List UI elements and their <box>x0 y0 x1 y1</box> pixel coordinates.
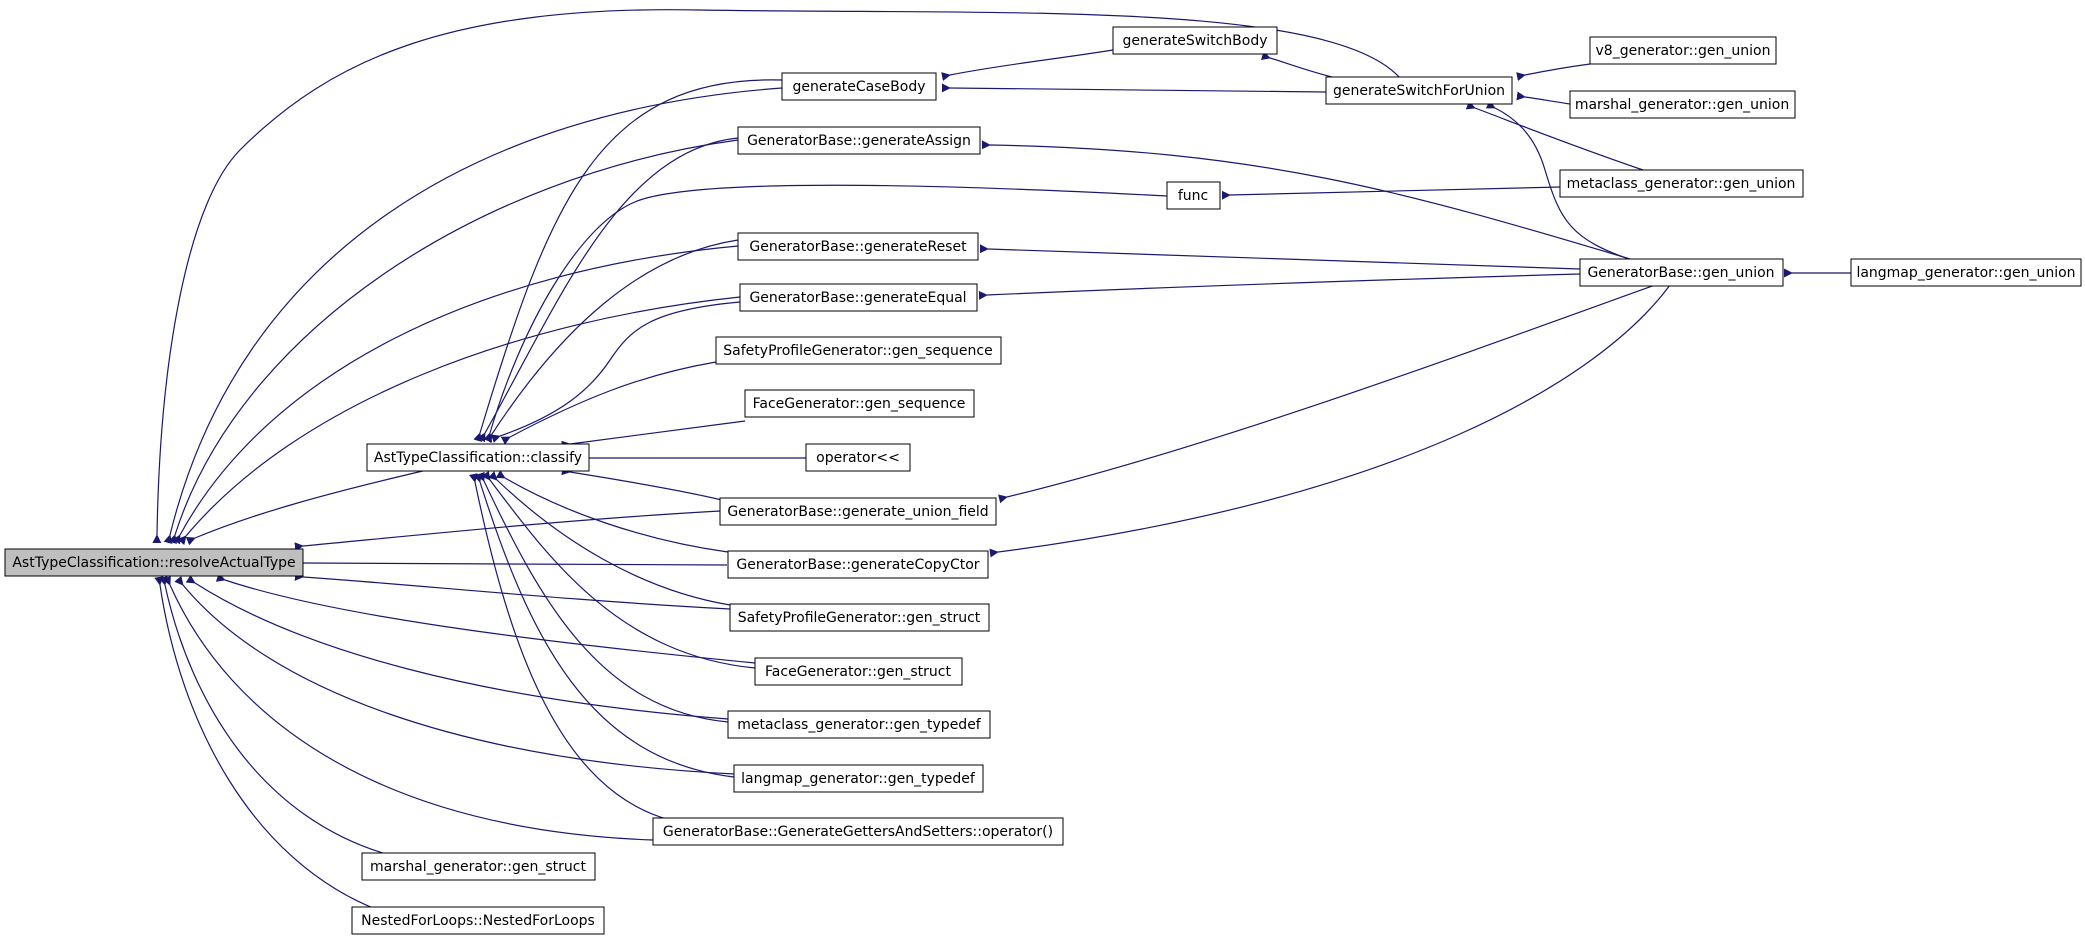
edge-switchforunion-to-switchbody <box>1260 51 1341 80</box>
node-label: GeneratorBase::generateEqual <box>749 290 966 306</box>
edge-assign-to-classify <box>477 137 739 443</box>
edge-copyctor-to-classify <box>495 470 729 553</box>
node-resolve-actual-type[interactable]: AstTypeClassification::resolveActualType <box>4 548 304 577</box>
node-generate-switch-body[interactable]: generateSwitchBody <box>1112 26 1278 55</box>
node-base-gen-union[interactable]: GeneratorBase::gen_union <box>1579 258 1784 287</box>
node-generate-case-body[interactable]: generateCaseBody <box>781 72 937 101</box>
edge-switchforunion-to-casebody <box>941 83 1327 93</box>
node-label: NestedForLoops::NestedForLoops <box>361 913 595 929</box>
edge-equal-to-classify <box>490 301 741 443</box>
node-label: GeneratorBase::generateCopyCtor <box>736 557 979 573</box>
edge-marshalunion-to-switchforunion <box>1516 91 1571 105</box>
node-label: GeneratorBase::generateAssign <box>747 133 971 149</box>
node-label: GeneratorBase::GenerateGettersAndSetters… <box>663 824 1053 840</box>
node-generate-switch-for-union[interactable]: generateSwitchForUnion <box>1325 76 1513 105</box>
edge-casebody-to-resolve <box>163 87 783 544</box>
node-marshal-gen-struct[interactable]: marshal_generator::gen_struct <box>361 852 596 881</box>
node-nested-for-loops[interactable]: NestedForLoops::NestedForLoops <box>351 906 605 935</box>
node-face-gen-struct[interactable]: FaceGenerator::gen_struct <box>754 657 963 686</box>
edge-switchbody-to-casebody <box>941 49 1114 82</box>
node-v8-gen-union[interactable]: v8_generator::gen_union <box>1589 36 1777 65</box>
node-label: generateSwitchBody <box>1122 33 1267 49</box>
edge-marshalstruct-to-resolve <box>158 576 394 857</box>
edge-unionfield-to-resolve <box>294 510 721 552</box>
node-meta-gen-union[interactable]: metaclass_generator::gen_union <box>1559 169 1804 198</box>
edge-baseunion-to-assign <box>981 140 1641 263</box>
edge-faceseq-to-classify <box>561 420 746 450</box>
edge-assign-to-resolve <box>168 139 739 545</box>
edge-reset-to-classify <box>483 239 739 444</box>
edge-getset-to-classify <box>468 473 671 821</box>
node-safety-gen-sequence[interactable]: SafetyProfileGenerator::gen_sequence <box>715 336 1002 365</box>
node-label: v8_generator::gen_union <box>1596 43 1771 59</box>
node-label: marshal_generator::gen_struct <box>370 859 586 875</box>
edge-langtypedef-to-resolve <box>174 575 735 775</box>
node-label: GeneratorBase::gen_union <box>1587 265 1774 281</box>
node-label: AstTypeClassification::classify <box>374 450 582 466</box>
node-label: operator<< <box>816 450 900 466</box>
node-generate-union-field[interactable]: GeneratorBase::generate_union_field <box>719 497 997 526</box>
edge-casebody-to-classify <box>473 79 783 443</box>
edge-facestruct-to-resolve <box>215 573 756 664</box>
node-label: metaclass_generator::gen_union <box>1567 176 1796 192</box>
node-langmap-gen-union[interactable]: langmap_generator::gen_union <box>1850 258 2082 287</box>
node-generate-equal[interactable]: GeneratorBase::generateEqual <box>739 283 978 312</box>
edge-baseunion-to-unionfield <box>998 284 1656 504</box>
edge-copyctor-to-resolve <box>294 558 728 568</box>
edge-baseunion-to-copyctor <box>989 284 1671 558</box>
node-operator-stream[interactable]: operator<< <box>805 443 911 472</box>
node-label: SafetyProfileGenerator::gen_struct <box>738 610 981 626</box>
node-label: SafetyProfileGenerator::gen_sequence <box>723 343 992 359</box>
edge-baseunion-to-equal <box>978 273 1581 300</box>
node-func[interactable]: func <box>1166 181 1221 210</box>
edge-baseunion-to-reset <box>979 244 1581 270</box>
node-label: GeneratorBase::generate_union_field <box>727 504 988 520</box>
node-classify[interactable]: AstTypeClassification::classify <box>366 443 590 472</box>
node-getters-setters-operator[interactable]: GeneratorBase::GenerateGettersAndSetters… <box>652 817 1064 846</box>
edge-safetyseq-to-classify <box>500 361 717 445</box>
node-generate-assign[interactable]: GeneratorBase::generateAssign <box>737 126 981 155</box>
node-safety-gen-struct[interactable]: SafetyProfileGenerator::gen_struct <box>729 603 990 632</box>
node-label: FaceGenerator::gen_struct <box>765 664 951 680</box>
node-label: FaceGenerator::gen_sequence <box>753 396 966 412</box>
node-label: func <box>1178 188 1208 204</box>
edge-func-to-classify <box>483 184 1168 443</box>
node-generate-copy-ctor[interactable]: GeneratorBase::generateCopyCtor <box>727 550 989 579</box>
node-meta-gen-typedef[interactable]: metaclass_generator::gen_typedef <box>727 710 991 739</box>
edge-v8union-to-switchforunion <box>1516 63 1591 82</box>
edge-getset-to-resolve <box>162 575 654 841</box>
edge-safetystruct-to-resolve <box>294 571 731 610</box>
node-label: AstTypeClassification::resolveActualType <box>12 555 295 571</box>
edge-unionfield-to-classify <box>561 466 723 501</box>
edge-safetystruct-to-classify <box>488 471 731 606</box>
node-generate-reset[interactable]: GeneratorBase::generateReset <box>737 232 979 261</box>
node-label: langmap_generator::gen_union <box>1856 265 2075 281</box>
edge-facestruct-to-classify <box>481 470 756 669</box>
node-label: GeneratorBase::generateReset <box>749 239 967 255</box>
edge-switchforunion-to-resolve <box>152 9 1401 544</box>
node-marshal-gen-union[interactable]: marshal_generator::gen_union <box>1569 90 1796 119</box>
node-lang-gen-typedef[interactable]: langmap_generator::gen_typedef <box>733 764 984 793</box>
edge-langtypedef-to-classify <box>473 472 735 778</box>
node-label: marshal_generator::gen_union <box>1575 97 1789 113</box>
edge-reset-to-resolve <box>172 245 739 545</box>
edge-metatypedef-to-resolve <box>185 574 729 720</box>
node-label: generateSwitchForUnion <box>1333 83 1505 99</box>
node-face-gen-sequence[interactable]: FaceGenerator::gen_sequence <box>744 389 975 418</box>
edge-nestedfor-to-resolve <box>154 576 379 911</box>
node-label: metaclass_generator::gen_typedef <box>737 717 982 733</box>
node-label: langmap_generator::gen_typedef <box>741 771 976 787</box>
edge-metaunion-to-func <box>1221 186 1561 200</box>
node-label: generateCaseBody <box>792 79 925 95</box>
edge-metaunion-to-switchforunion <box>1465 100 1644 171</box>
edge-equal-to-resolve <box>177 296 741 546</box>
edge-baseunion-to-switchforunion <box>1485 100 1636 262</box>
edge-metatypedef-to-classify <box>476 471 729 723</box>
edge-classify-to-resolve <box>185 469 428 546</box>
